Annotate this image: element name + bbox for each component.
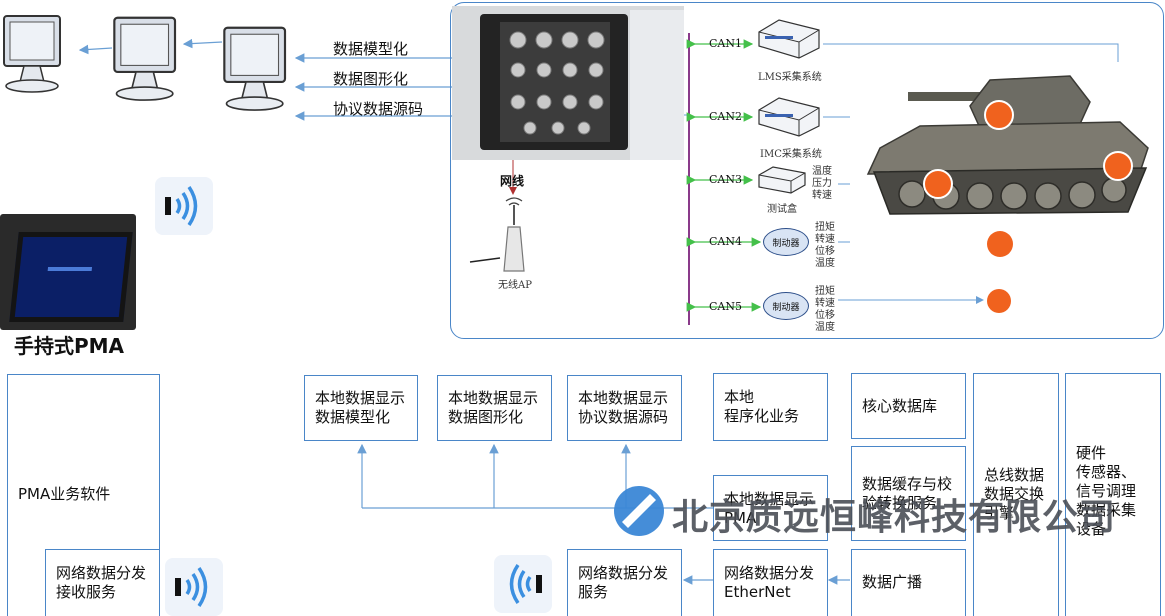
net-dist-box: 网络数据分发 服务	[567, 549, 682, 616]
local-model-box: 本地数据显示 数据模型化	[304, 375, 418, 441]
local-program-label: 本地 程序化业务	[724, 388, 800, 425]
bus-engine-box: 总线数据 数据交换 引擎	[973, 373, 1059, 616]
wireless-ap-label: 无线AP	[498, 280, 532, 291]
company-watermark: 北京质远恒峰科技有限公司	[612, 484, 1162, 538]
can2-label: CAN2	[709, 110, 742, 123]
bus-engine-label: 总线数据 数据交换 引擎	[984, 466, 1045, 522]
orange-sensor-marker	[987, 289, 1011, 313]
cache-verify-label: 数据缓存与校 验转换服务	[862, 475, 953, 512]
can-arrows	[686, 39, 762, 312]
brake2-icon: 制动器	[763, 292, 809, 320]
arrow-monitor2-to-monitor1	[78, 44, 113, 55]
handheld-pma-device	[0, 214, 136, 330]
local-source-box: 本地数据显示 协议数据源码	[567, 375, 682, 441]
brake2-label: 制动器	[772, 303, 800, 313]
net-cable-label: 网线	[500, 174, 525, 188]
broadcast-label: 数据广播	[862, 573, 923, 591]
monitor-icon	[223, 26, 287, 111]
test-box-signals: 温度 压力 转速	[812, 166, 832, 201]
company-logo-icon	[614, 486, 664, 536]
core-db-label: 核心数据库	[862, 397, 938, 415]
net-dist-label: 网络数据分发 服务	[578, 564, 669, 601]
handheld-pma-label: 手持式PMA	[14, 334, 125, 358]
can1-label: CAN1	[709, 37, 742, 50]
hardware-box: 硬件 传感器、 信号调理 数据采集 设备	[1065, 373, 1161, 616]
tank-image	[850, 62, 1160, 248]
label-protocol-source: 协议数据源码	[333, 100, 424, 118]
imc-device-icon	[758, 97, 820, 137]
wifi-icon	[165, 558, 223, 616]
monitor-icon	[3, 15, 61, 93]
local-source-label: 本地数据显示 协议数据源码	[578, 389, 669, 426]
brake1-label: 制动器	[772, 239, 800, 249]
wifi-icon	[155, 177, 213, 235]
net-send-label: 网络数据分发 EtherNet	[724, 564, 815, 601]
hardware-panel	[450, 2, 1164, 339]
local-graph-box: 本地数据显示 数据图形化	[437, 375, 552, 441]
can4-label: CAN4	[709, 235, 742, 248]
ap-antenna-line	[469, 257, 501, 263]
cache-verify-box: 数据缓存与校 验转换服务	[851, 446, 966, 541]
wireless-ap-icon	[503, 197, 525, 272]
connector-box-photo	[452, 6, 684, 160]
monitor-icon	[113, 16, 177, 101]
local-model-label: 本地数据显示 数据模型化	[315, 389, 406, 426]
brake2-signals: 扭矩 转速 位移 温度	[815, 286, 835, 333]
label-data-graph: 数据图形化	[333, 70, 409, 88]
wifi-icon	[494, 555, 552, 613]
pma-software-label: PMA业务软件	[18, 485, 111, 503]
brake1-signals: 扭矩 转速 位移 温度	[815, 222, 835, 269]
core-db-box: 核心数据库	[851, 373, 966, 439]
arrow-monitor3-to-monitor2	[182, 38, 223, 49]
test-box-icon	[758, 166, 806, 194]
hardware-label: 硬件 传感器、 信号调理 数据采集 设备	[1076, 444, 1137, 538]
broadcast-box: 数据广播	[851, 549, 966, 616]
net-recv-label: 网络数据分发 接收服务	[56, 564, 147, 601]
imc-label: IMC采集系统	[760, 149, 822, 160]
net-send-box: 网络数据分发 EtherNet	[713, 549, 828, 616]
lms-device-icon	[758, 19, 820, 59]
local-program-box: 本地 程序化业务	[713, 373, 828, 441]
test-box-label: 测试盒	[767, 204, 797, 215]
can3-label: CAN3	[709, 173, 742, 186]
local-pma-box: 本地数据显示 PMA	[713, 475, 828, 541]
orange-sensor-marker	[987, 231, 1013, 257]
watermark-text: 北京质远恒峰科技有限公司	[672, 497, 1117, 538]
net-recv-box: 网络数据分发 接收服务	[45, 549, 160, 616]
handheld-screen	[9, 232, 133, 322]
local-graph-label: 本地数据显示 数据图形化	[448, 389, 539, 426]
local-pma-label: 本地数据显示 PMA	[724, 490, 815, 527]
label-data-model: 数据模型化	[333, 40, 409, 58]
lms-label: LMS采集系统	[758, 72, 822, 83]
can5-label: CAN5	[709, 300, 742, 313]
brake1-icon: 制动器	[763, 228, 809, 256]
